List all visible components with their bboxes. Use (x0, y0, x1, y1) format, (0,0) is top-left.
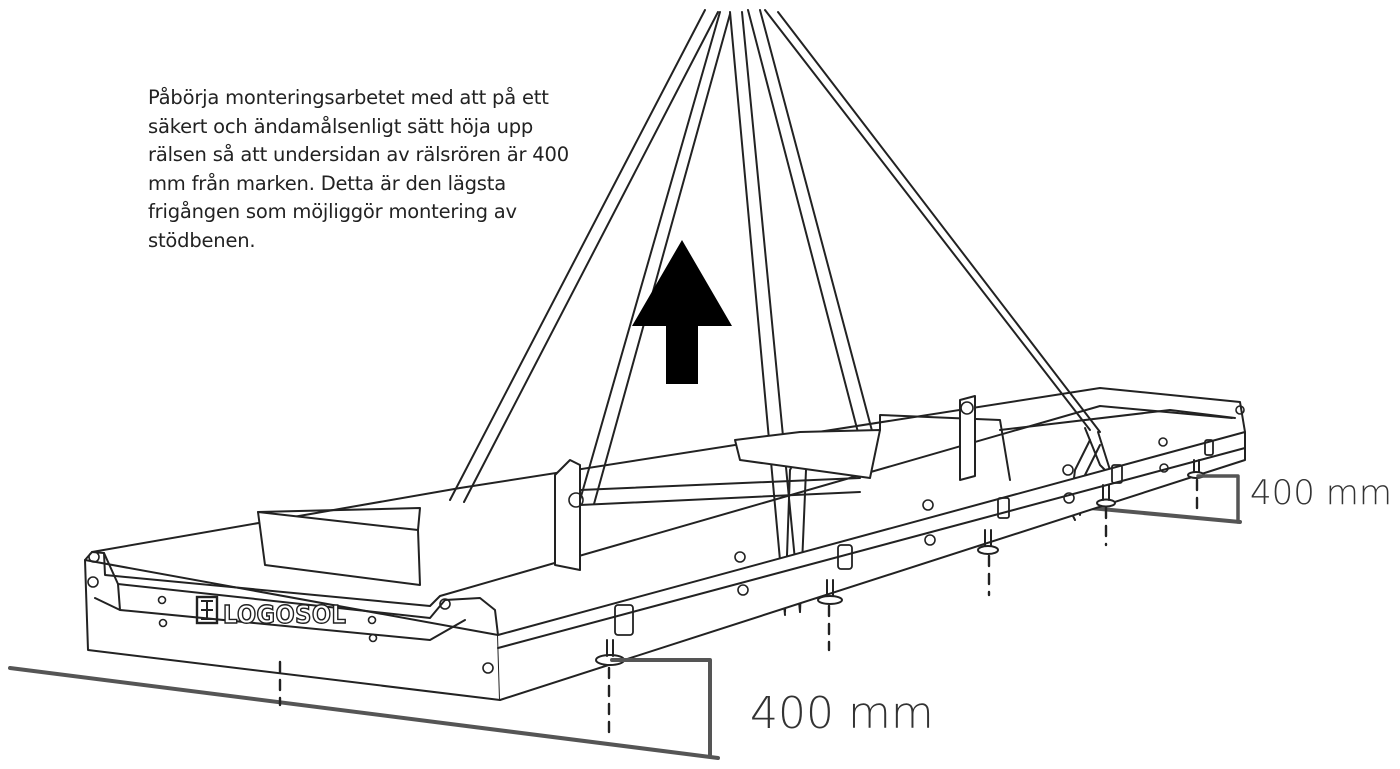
projection-lines (278, 478, 1199, 742)
rail-frame (84, 387, 1246, 701)
dimension-label-far: 400 mm (1250, 473, 1392, 513)
bolts (87, 401, 1245, 674)
brand-label: LOGOSOL (223, 600, 346, 629)
support-feet (595, 459, 1205, 666)
ground-line-near (8, 666, 720, 760)
access-slots (614, 439, 1214, 636)
instruction-text: Påbörja monteringsarbetet med att på ett… (148, 86, 569, 252)
lift-arrow-icon (632, 240, 732, 384)
dimension-bracket-near (610, 658, 712, 757)
brand-plate: LOGOSOL (195, 595, 346, 630)
dimension-label-near: 400 mm (750, 688, 934, 739)
dimension-bracket-far (1196, 474, 1240, 524)
